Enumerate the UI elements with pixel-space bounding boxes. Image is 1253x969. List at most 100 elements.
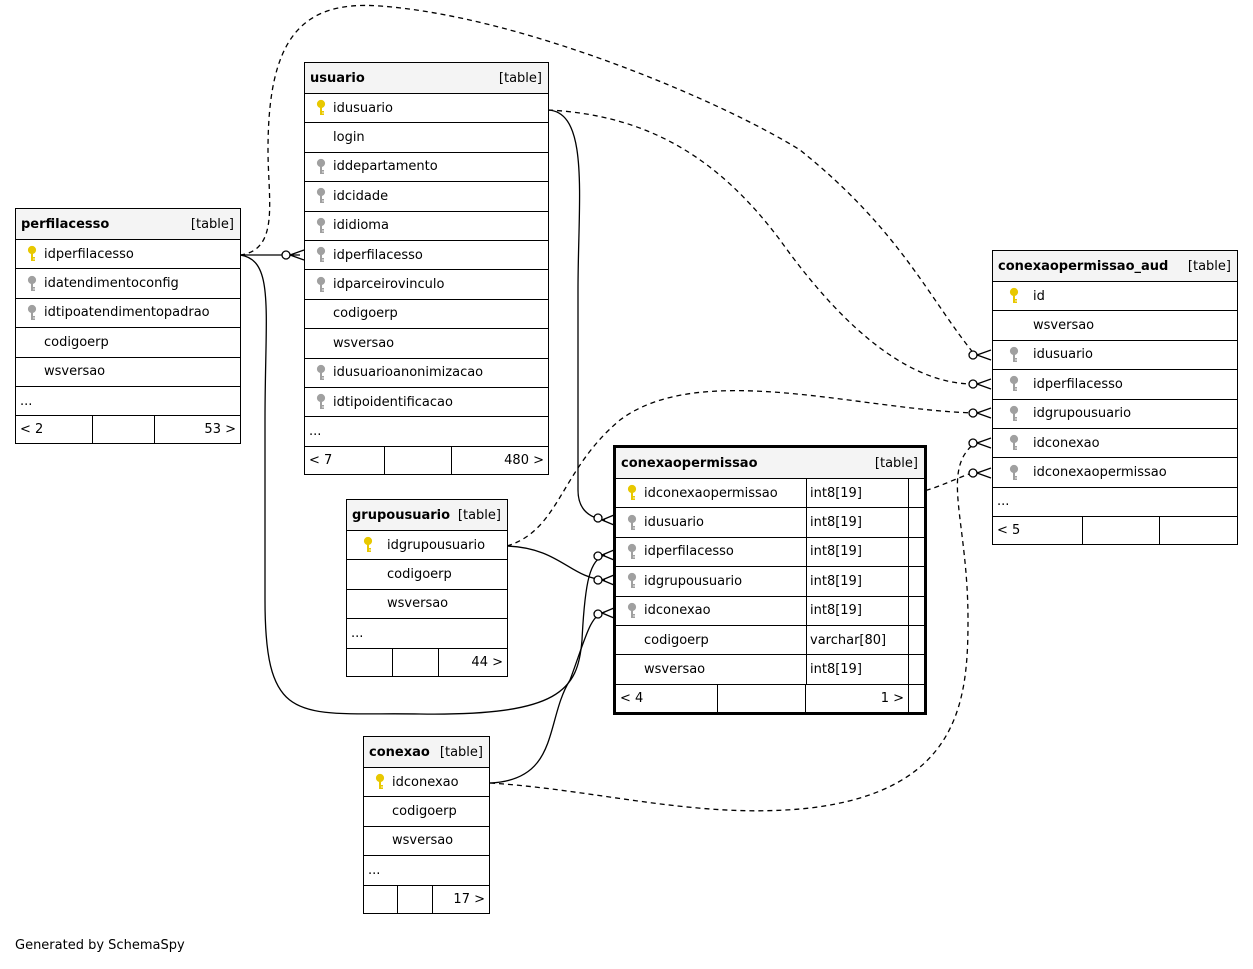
foreign-key-icon	[1005, 464, 1023, 482]
marker-cp-idconexao	[593, 609, 603, 619]
column-row[interactable]: codigoerp	[305, 300, 548, 330]
column-row[interactable]: wsversao	[364, 827, 489, 857]
edge-conexaopermissao-aud	[907, 471, 976, 494]
table-conexaopermissao-aud[interactable]: conexaopermissao_aud [table] id wsversao i…	[992, 250, 1238, 546]
more-columns: ...	[16, 387, 240, 417]
table-tag: [table]	[439, 744, 483, 760]
table-tag: [table]	[874, 455, 918, 471]
foreign-key-icon	[312, 246, 330, 264]
table-footer: 44 >	[347, 648, 507, 676]
column-name: idusuario	[1033, 347, 1093, 363]
table-tag: [table]	[1187, 258, 1231, 274]
marker-cp-idgrupousuario	[593, 575, 603, 585]
column-row[interactable]: idperfilacesso	[993, 370, 1237, 400]
foreign-key-icon	[623, 543, 641, 561]
foreign-key-icon	[312, 276, 330, 294]
column-row[interactable]: idgrupousuario	[993, 400, 1237, 429]
foreign-key-icon	[23, 275, 41, 293]
table-name: grupousuario	[352, 507, 451, 523]
foreign-key-icon	[312, 158, 330, 176]
edge-conexao-aud	[489, 442, 976, 812]
foot-right: 17 >	[453, 891, 485, 907]
column-type: int8[19]	[806, 508, 909, 537]
table-name: conexaopermissao_aud	[998, 258, 1169, 274]
table-conexaopermissao[interactable]: conexaopermissao [table] idconexaopermis…	[613, 445, 927, 715]
column-name: idgrupousuario	[644, 573, 743, 589]
column-row[interactable]: wsversao	[16, 358, 240, 387]
column-row[interactable]: idperfilacesso	[305, 241, 548, 271]
column-row[interactable]: codigoerp	[347, 560, 507, 590]
foreign-key-icon	[623, 602, 641, 620]
table-header: conexao [table]	[364, 737, 489, 768]
marker-aud-idperfilacesso	[968, 379, 978, 389]
column-name: idusuario	[644, 515, 704, 531]
column-name: idatendimentoconfig	[44, 276, 179, 292]
column-row[interactable]: idgrupousuario	[347, 531, 507, 561]
column-row[interactable]: idperfilacesso	[16, 240, 240, 270]
column-row[interactable]: idusuarioanonimizacao	[305, 359, 548, 388]
more-columns: ...	[305, 417, 548, 447]
column-name: wsversao	[333, 335, 395, 351]
foreign-key-icon	[623, 514, 641, 532]
foot-mid	[385, 446, 452, 474]
table-footer: < 4 1 >	[616, 684, 924, 712]
column-row[interactable]: idtipoidentificacao	[305, 388, 548, 418]
foot-mid	[1083, 517, 1160, 545]
column-name: idconexaopermissao	[1033, 465, 1167, 481]
foot-mid	[398, 885, 433, 913]
column-row[interactable]: codigoerp	[364, 797, 489, 827]
column-row[interactable]: codigoerp	[16, 328, 240, 358]
column-row[interactable]: ididioma	[305, 212, 548, 241]
column-row[interactable]: wsversao	[305, 329, 548, 359]
column-row[interactable]: idcidade	[305, 182, 548, 212]
column-name: wsversao	[392, 833, 454, 849]
marker-aud-idconexaopermissao	[968, 468, 978, 478]
column-name: idgrupousuario	[1033, 406, 1132, 422]
column-name: wsversao	[1033, 318, 1095, 334]
column-row[interactable]: idparceirovinculo	[305, 270, 548, 300]
column-row[interactable]: wsversao	[993, 311, 1237, 341]
column-name: codigoerp	[44, 334, 109, 350]
column-name: codigoerp	[333, 306, 398, 322]
table-tag: [table]	[457, 507, 501, 523]
edge-grupousuario-aud	[506, 390, 976, 547]
table-tag: [table]	[190, 216, 234, 232]
column-row[interactable]: idconexao	[993, 429, 1237, 459]
foot-right: 44 >	[471, 654, 503, 670]
column-name: idtipoatendimentopadrao	[44, 305, 210, 321]
foot-left: < 7	[305, 446, 385, 474]
column-row[interactable]: idusuario	[993, 341, 1237, 371]
table-name: conexaopermissao	[621, 455, 758, 471]
foot-right	[1160, 517, 1237, 544]
table-footer: < 5	[993, 517, 1237, 545]
column-row[interactable]: idusuario	[305, 94, 548, 124]
column-row[interactable]: idconexao	[364, 768, 489, 798]
foreign-key-icon	[1005, 375, 1023, 393]
column-row[interactable]: login	[305, 123, 548, 153]
column-type: varchar[80]	[806, 625, 909, 655]
table-header: conexaopermissao [table]	[616, 448, 924, 479]
column-row[interactable]: idtipoatendimentopadrao	[16, 299, 240, 329]
column-row[interactable]: iddepartamento	[305, 153, 548, 183]
column-row[interactable]: idusuario int8[19]	[616, 508, 924, 538]
foot-left: < 5	[993, 517, 1083, 545]
key-icon	[359, 536, 377, 554]
column-row[interactable]: idatendimentoconfig	[16, 269, 240, 299]
column-row[interactable]: wsversao	[347, 590, 507, 620]
column-row[interactable]: idconexaopermissao	[993, 458, 1237, 488]
marker-aud-idconexao	[968, 438, 978, 448]
foot-right: 1 >	[806, 684, 909, 712]
table-footer: < 2 53 >	[16, 416, 240, 444]
column-row[interactable]: id	[993, 282, 1237, 312]
